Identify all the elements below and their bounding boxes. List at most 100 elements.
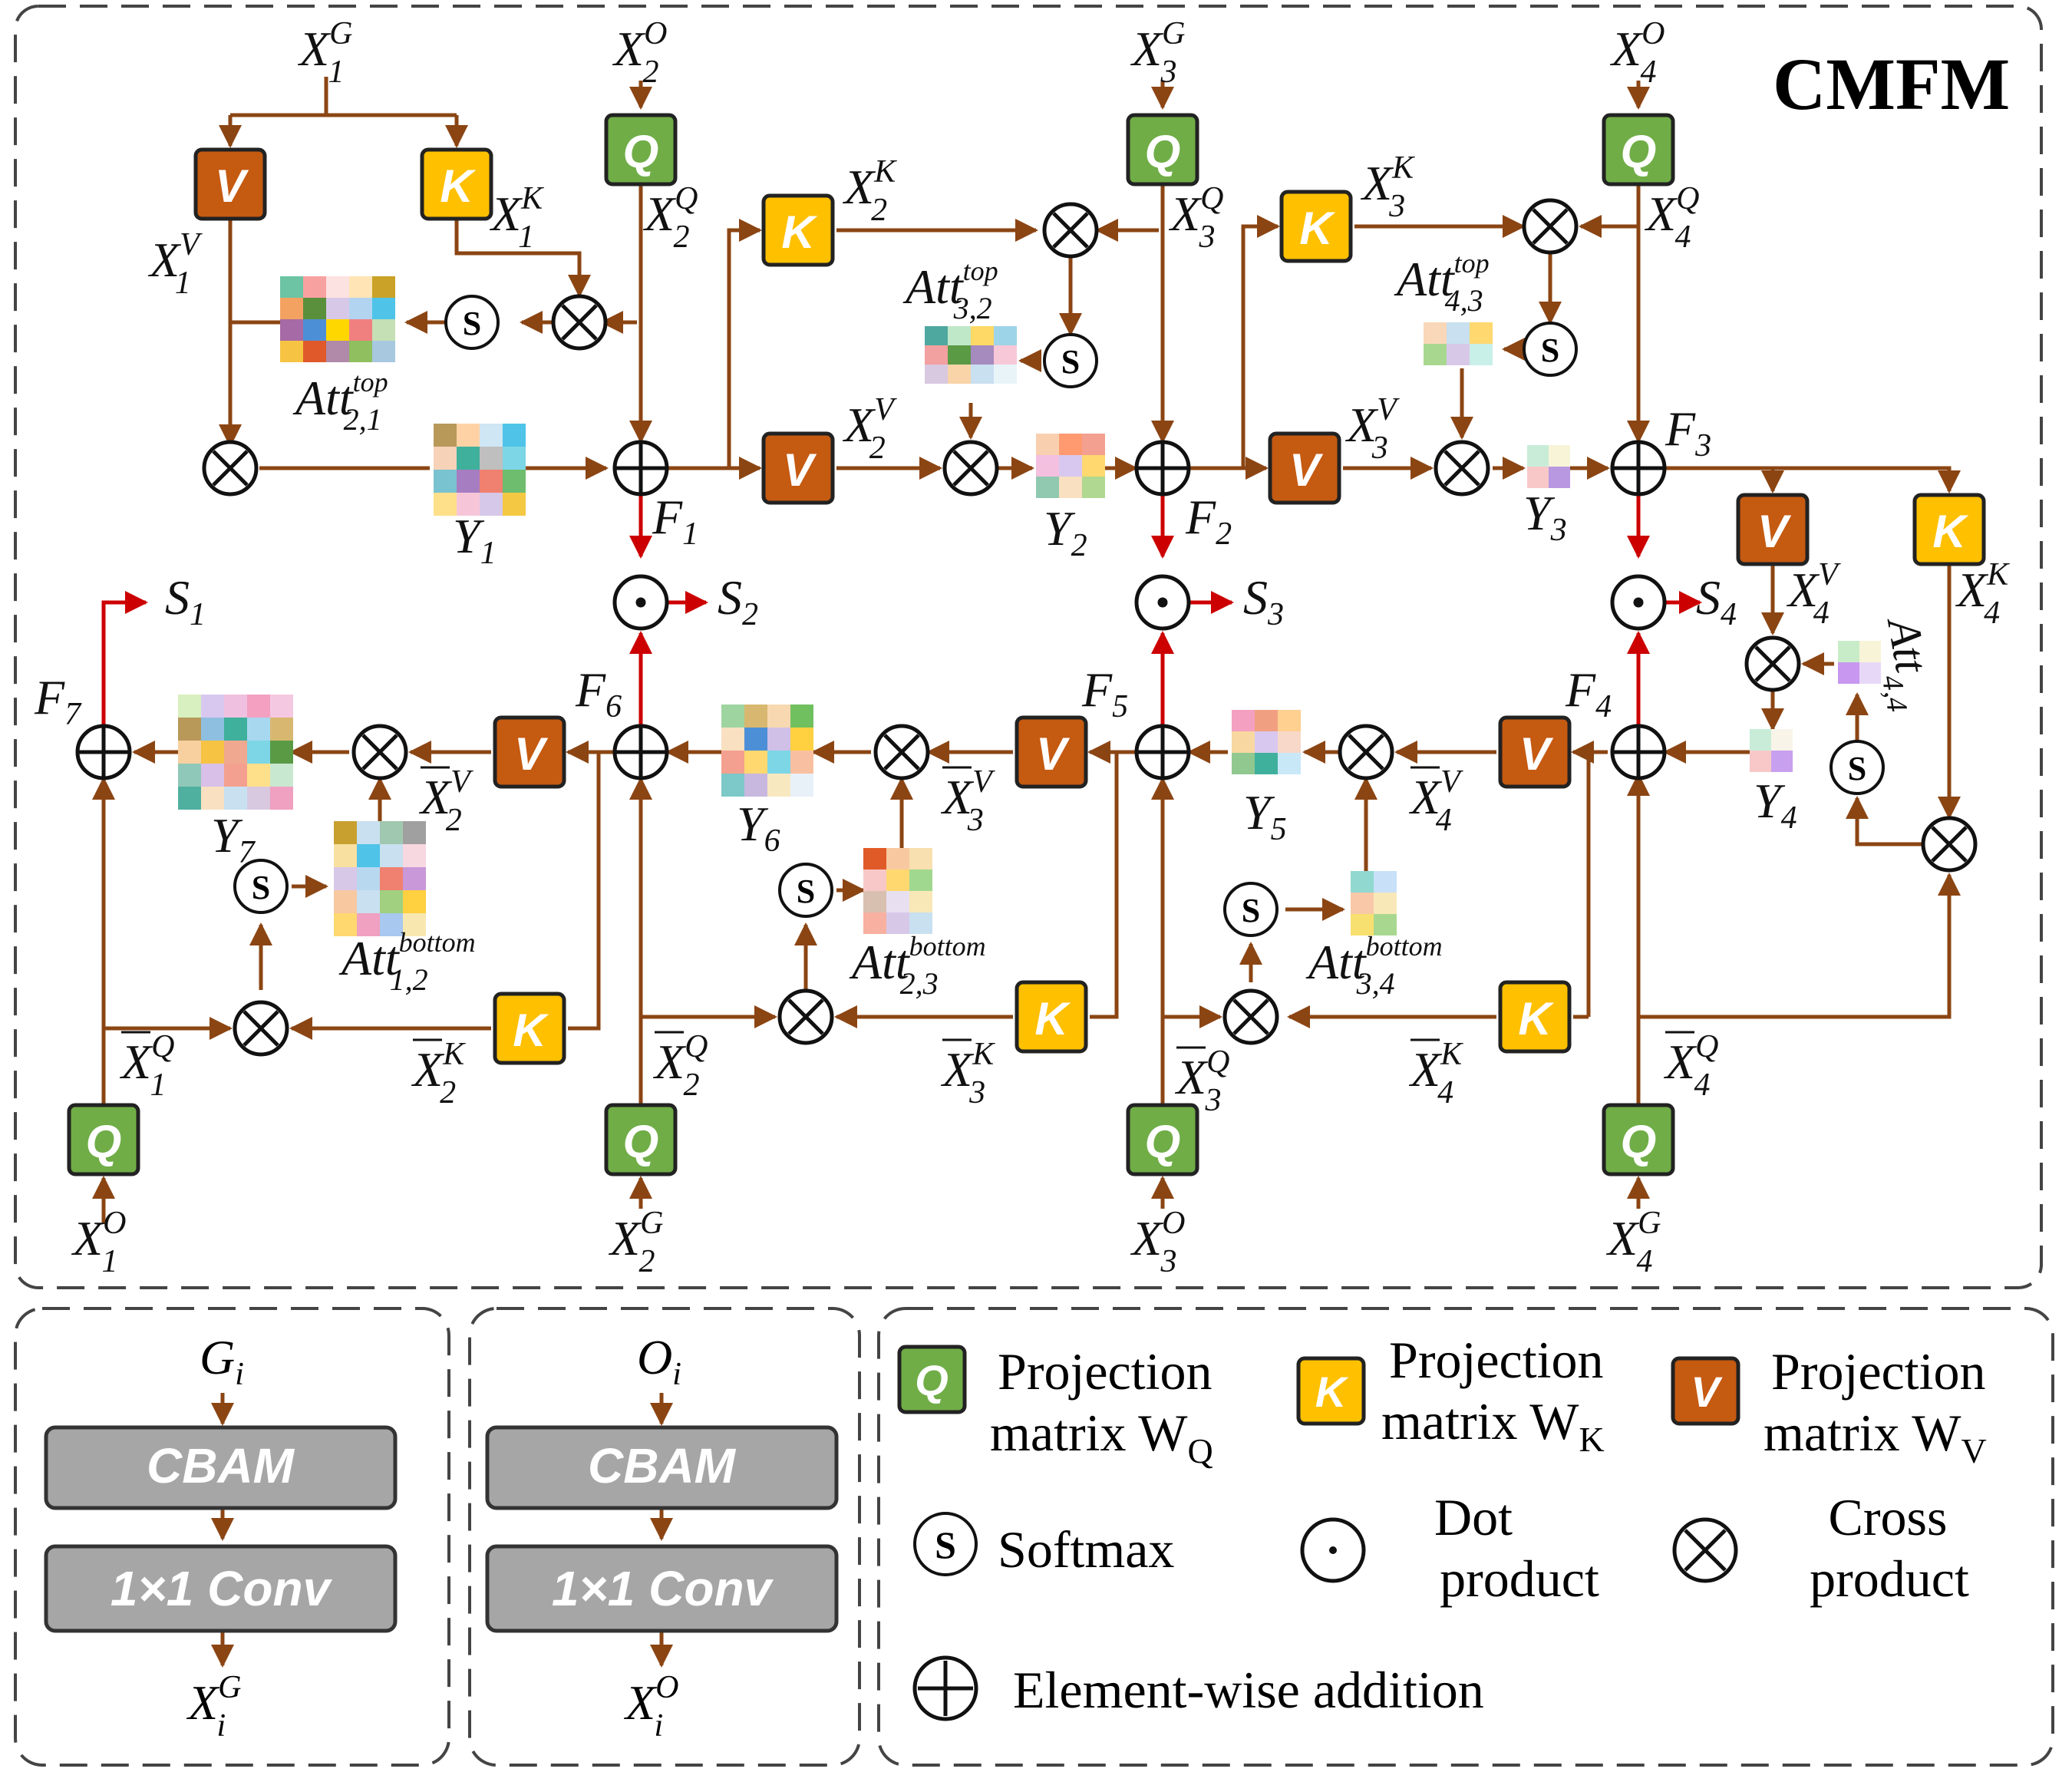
label-f1: F1 (652, 490, 698, 552)
cross-icon (1921, 816, 1978, 873)
k-box-b3: K (1015, 980, 1088, 1054)
title: CMFM (1773, 43, 2010, 125)
svg-text:XQ4: XQ4 (1663, 1029, 1718, 1103)
cross-icon (1744, 635, 1801, 692)
svg-text:XV4: XV4 (1408, 764, 1463, 838)
q-box-3: Q (1126, 113, 1199, 186)
att43-matrix (1424, 322, 1493, 365)
label-s3: S3 (1243, 570, 1284, 632)
legend-v-line1: Projection (1771, 1342, 1986, 1401)
label-f6: F6 (575, 662, 622, 724)
softmax-icon: S (1829, 740, 1885, 795)
cbam-block (485, 1425, 839, 1510)
k-box-1: K (420, 147, 493, 221)
label-s4: S4 (1696, 570, 1737, 632)
legend-k-line2: matrix WK (1381, 1392, 1605, 1459)
cbam-label: CBAM (147, 1438, 295, 1493)
q-box-b4: Q (1602, 1103, 1675, 1176)
red-wires (101, 495, 1702, 725)
plus-icon (1134, 440, 1191, 497)
label-y5: Y5 (1243, 785, 1287, 847)
legend-dot-line2: product (1440, 1549, 1599, 1608)
plus-icon (1610, 724, 1667, 780)
svg-text:V: V (1289, 444, 1324, 496)
svg-text:V: V (514, 728, 549, 780)
label-att44: Att4,4 (1866, 612, 1944, 714)
v-box-4: V (1736, 493, 1810, 566)
y5-matrix (1232, 710, 1301, 774)
dot-icon (1134, 574, 1191, 631)
oi-input-label: Oi (637, 1330, 681, 1392)
label-f3: F3 (1665, 401, 1711, 464)
svg-text:K: K (1034, 993, 1071, 1044)
cross-icon (551, 294, 608, 351)
plus-icon (612, 440, 669, 497)
conv-block (485, 1544, 839, 1633)
svg-text:V: V (1691, 1368, 1723, 1416)
svg-text:K: K (1315, 1368, 1349, 1416)
svg-text:S: S (1061, 343, 1080, 381)
svg-text:S: S (797, 873, 815, 910)
svg-text:K: K (781, 206, 817, 258)
svg-text:K: K (513, 1005, 549, 1056)
k-box-b2: K (493, 992, 566, 1065)
att44-matrix (1838, 641, 1881, 684)
label-f4: F4 (1565, 662, 1612, 724)
k-box-2: K (761, 193, 835, 267)
y6-matrix (721, 705, 813, 797)
svg-text:V: V (215, 160, 249, 212)
cross-icon (777, 988, 834, 1045)
q-box-2: Q (604, 113, 678, 186)
label-f7: F7 (34, 670, 82, 732)
legend-k-icon: K (1296, 1356, 1366, 1426)
cross-icon (233, 1000, 289, 1057)
svg-text:V: V (1757, 506, 1792, 557)
svg-text:S: S (1242, 892, 1260, 929)
legend-q-line1: Projection (998, 1342, 1213, 1401)
softmax-icon: S (913, 1512, 978, 1576)
legend-frame (877, 1307, 2054, 1767)
dot-icon (612, 574, 669, 631)
legend-cross-line1: Cross (1829, 1488, 1948, 1546)
label-f5: F5 (1081, 662, 1128, 724)
att34-matrix (1351, 871, 1397, 935)
svg-text:Q: Q (1621, 1116, 1657, 1167)
legend-q-icon: Q (897, 1345, 967, 1414)
legend-softmax-label: Softmax (998, 1520, 1174, 1579)
plus-icon (1610, 440, 1667, 497)
svg-text:XV2: XV2 (418, 764, 473, 838)
proj-boxes: Q Q Q Q Q Q Q K K K K K K K V V V V V V … (67, 113, 1986, 1176)
svg-text:S: S (1848, 750, 1866, 787)
cross-icon (1222, 988, 1279, 1045)
v-box-1: V (193, 147, 267, 221)
legend-cross-line2: product (1810, 1549, 1969, 1608)
svg-text:Q: Q (1145, 126, 1181, 177)
svg-text:S: S (463, 305, 481, 342)
label-y6: Y6 (737, 797, 780, 859)
q-box-4: Q (1602, 113, 1675, 186)
gi-frame (14, 1307, 450, 1767)
y1-matrix (434, 424, 526, 516)
q-box-b1: Q (67, 1103, 140, 1176)
svg-text:K: K (1518, 993, 1554, 1044)
svg-text:V: V (1519, 728, 1554, 780)
svg-text:K: K (1932, 506, 1968, 557)
y3-matrix (1527, 445, 1570, 488)
legend: Q Projection matrix WQ K Projection matr… (897, 1331, 1987, 1721)
softmax-icon: S (233, 859, 289, 914)
svg-text:Q: Q (915, 1356, 949, 1404)
